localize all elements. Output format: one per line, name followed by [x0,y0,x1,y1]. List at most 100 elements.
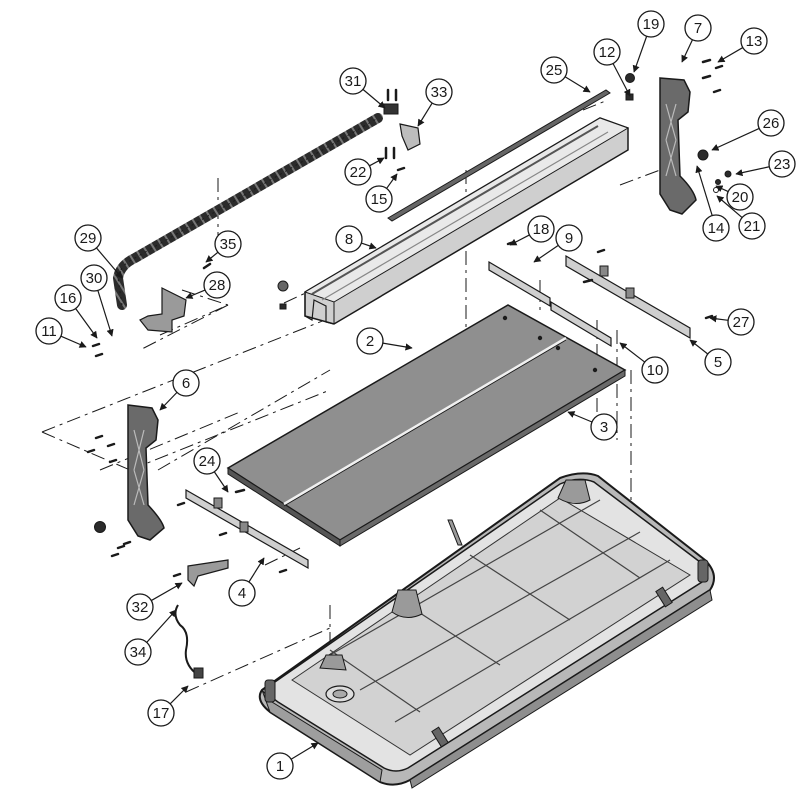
callout-number: 32 [132,599,149,616]
callout-bubble [641,356,669,384]
part-carriage-bracket [399,123,421,151]
callout-11: 11 [35,317,63,345]
callout-bubble [684,14,712,42]
callout-bubble [193,447,221,475]
callout-number: 17 [153,705,170,722]
callout-number: 6 [182,375,190,392]
callout-4: 4 [228,579,256,607]
callout-bubble [147,699,175,727]
callout-bubble [425,78,453,106]
callout-16: 16 [54,284,82,312]
callout-23: 23 [768,150,796,178]
callout-number: 20 [732,189,749,206]
callout-number: 22 [350,164,367,181]
callout-number: 24 [199,453,216,470]
callout-number: 35 [220,236,237,253]
leader-line-10 [619,342,646,363]
part-right-leg [659,77,697,215]
callout-27: 27 [727,308,755,336]
callout-number: 33 [431,84,448,101]
callout-29: 29 [74,224,102,252]
callout-8: 8 [335,225,363,253]
callout-bubble [702,214,730,242]
leader-line-25 [564,76,591,93]
callout-number: 28 [209,277,226,294]
callout-bubble [74,224,102,252]
part-front-cross-bracket [185,488,309,570]
callout-bubble [704,348,732,376]
callout-bubble [266,752,294,780]
part-table-strip-9 [488,260,551,308]
callout-bubble [124,638,152,666]
callout-number: 29 [80,230,97,247]
callout-bubble [335,225,363,253]
callout-25: 25 [540,56,568,84]
callout-34: 34 [124,638,152,666]
callout-number: 19 [643,16,660,33]
leader-line-9 [533,244,559,263]
callout-number: 25 [546,62,563,79]
callout-bubble [339,67,367,95]
leader-line-33 [417,102,433,127]
callout-bubble [637,10,665,38]
part-chain-end-mount [383,103,399,115]
callout-number: 27 [733,314,750,331]
callout-bubble [555,224,583,252]
leader-line-21 [716,195,743,218]
callout-bubble [768,150,796,178]
part-rail-strip [387,89,611,222]
leader-line-23 [735,166,770,177]
callout-22: 22 [344,158,372,186]
callout-bubble [727,308,755,336]
callout-number: 11 [41,323,57,340]
callout-31: 31 [339,67,367,95]
callout-12: 12 [593,38,621,66]
part-left-leg [127,404,165,541]
leader-line-32 [150,582,183,602]
callout-17: 17 [147,699,175,727]
leader-line-17 [169,685,189,705]
leader-line-12 [612,63,631,97]
callout-bubble [527,215,555,243]
part-hook-bracket [187,559,229,588]
callout-30: 30 [80,264,108,292]
callout-33: 33 [425,78,453,106]
callout-number: 23 [774,156,791,173]
callout-28: 28 [203,271,231,299]
callout-number: 14 [708,220,725,237]
leader-line-24 [213,471,229,493]
leader-line-7 [681,39,694,63]
callout-bubble [344,158,372,186]
callout-number: 34 [130,644,147,661]
leader-line-13 [717,47,744,63]
callout-number: 9 [565,230,573,247]
callout-bubble [590,413,618,441]
callout-19: 19 [637,10,665,38]
callout-number: 21 [744,218,761,235]
callout-bubble [540,56,568,84]
leader-line-20 [715,185,729,193]
callout-1: 1 [266,752,294,780]
callout-2: 2 [356,327,384,355]
callout-bubble [214,230,242,258]
callout-20: 20 [726,183,754,211]
leader-line-31 [362,88,386,109]
leader-line-1 [290,742,319,760]
callout-bubble [356,327,384,355]
callout-bubble [740,27,768,55]
leader-line-2 [382,342,413,351]
leader-line-28 [185,289,206,299]
callout-number: 26 [763,115,780,132]
callout-number: 1 [276,758,284,775]
leader-line-5 [689,339,709,355]
callout-number: 5 [714,354,722,371]
callout-bubble [228,579,256,607]
callout-bubble [172,369,200,397]
part-table-plates [226,304,627,547]
callout-bubble [203,271,231,299]
callout-7: 7 [684,14,712,42]
callout-10: 10 [641,356,669,384]
callout-number: 3 [600,419,608,436]
